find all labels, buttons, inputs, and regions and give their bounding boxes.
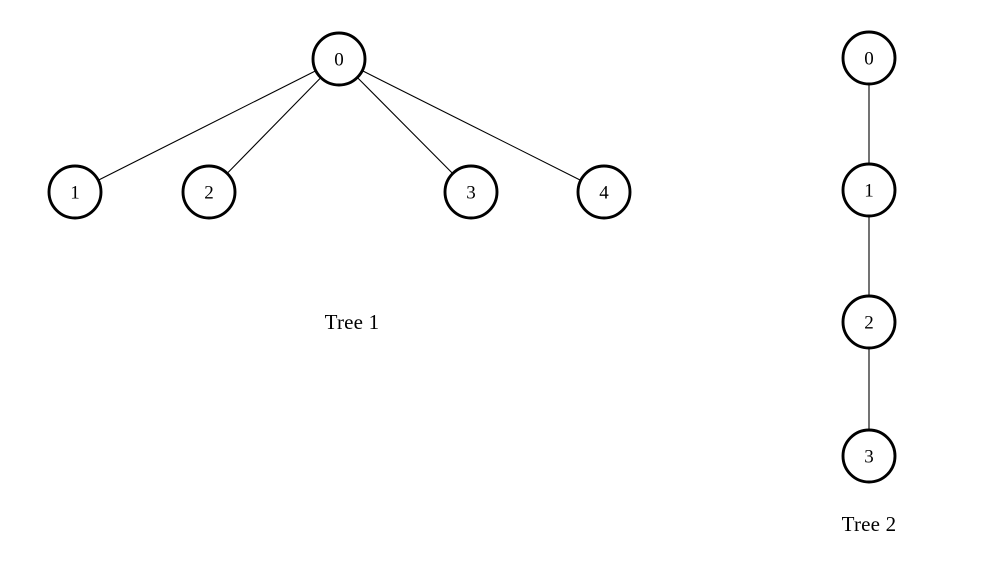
graph-node[interactable]: 1 (841, 162, 897, 218)
node-circle[interactable] (841, 428, 897, 484)
node-label: 1 (70, 183, 80, 204)
graph-node[interactable]: 4 (576, 164, 632, 220)
node-label: 2 (864, 313, 874, 334)
node-circle[interactable] (841, 30, 897, 86)
edges-layer (97, 70, 870, 431)
captions-layer: Tree 1 Tree 2 (325, 310, 897, 536)
node-circle[interactable] (181, 164, 237, 220)
node-circle[interactable] (443, 164, 499, 220)
graph-node[interactable]: 2 (841, 294, 897, 350)
node-label: 0 (334, 50, 344, 71)
graph-node[interactable]: 3 (841, 428, 897, 484)
graph-node[interactable]: 1 (47, 164, 103, 220)
node-circle[interactable] (47, 164, 103, 220)
node-circle[interactable] (311, 31, 367, 87)
node-circle[interactable] (841, 162, 897, 218)
graph-edge (361, 70, 582, 181)
nodes-layer: 0 1 2 3 4 0 1 2 3 (47, 30, 897, 484)
node-circle[interactable] (576, 164, 632, 220)
graph-edge (356, 76, 454, 175)
graph-node[interactable]: 3 (443, 164, 499, 220)
node-label: 4 (599, 183, 609, 204)
node-label: 0 (864, 49, 874, 70)
node-label: 3 (466, 183, 476, 204)
tree-caption: Tree 1 (325, 310, 380, 334)
node-circle[interactable] (841, 294, 897, 350)
tree-caption: Tree 2 (842, 512, 897, 536)
node-label: 2 (204, 183, 214, 204)
node-label: 3 (864, 447, 874, 468)
graph-edge (97, 70, 317, 181)
graph-node[interactable]: 2 (181, 164, 237, 220)
graph-node[interactable]: 0 (311, 31, 367, 87)
graph-edge (226, 77, 322, 174)
node-label: 1 (864, 181, 874, 202)
graph-node[interactable]: 0 (841, 30, 897, 86)
